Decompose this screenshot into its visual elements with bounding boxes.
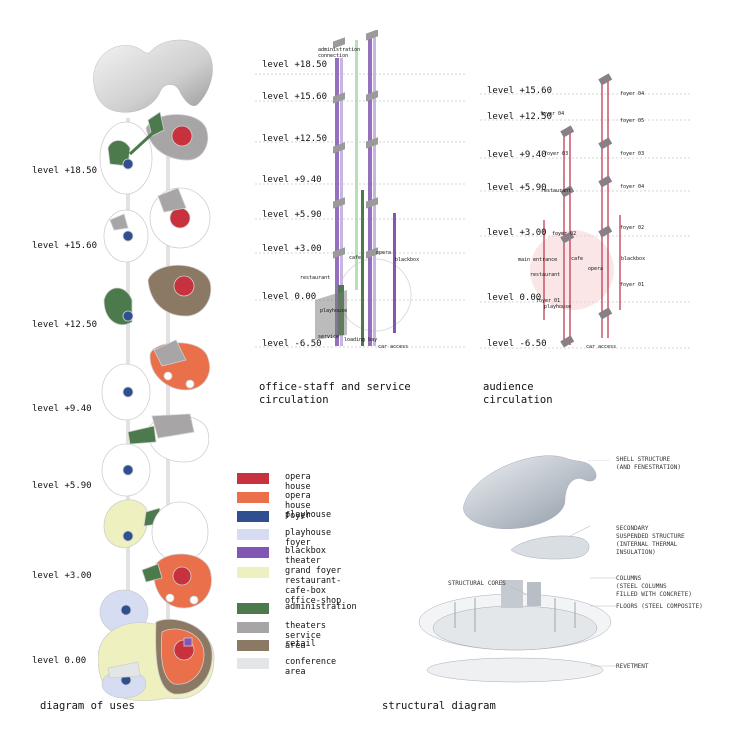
audience-landings	[560, 73, 613, 348]
staff-landings	[333, 30, 378, 259]
floor-plans	[98, 111, 215, 702]
audience-label: main entrance	[518, 257, 558, 263]
structural-label: REVETMENT	[616, 663, 649, 670]
plan-level-12-50	[103, 264, 212, 326]
legend-swatch	[237, 603, 269, 614]
legend-label: blackbox theater	[285, 546, 326, 566]
uses-level-label: level +15.60	[32, 241, 98, 251]
audience-level-label: level +15.60	[487, 86, 553, 96]
uses-level-label: level +18.50	[32, 166, 98, 176]
legend-label: playhouse	[285, 510, 332, 520]
legend-label: theaters service area	[285, 621, 326, 651]
audience-label: foyer 03	[620, 151, 645, 157]
legend-swatch	[237, 492, 269, 503]
uses-caption: diagram of uses	[40, 700, 135, 712]
legend-swatch	[237, 473, 269, 484]
staff-label: cafe	[349, 255, 362, 261]
uses-level-label: level +12.50	[32, 320, 98, 330]
staff-level-label: level -6.50	[262, 339, 322, 349]
structural-label: SECONDARY SUSPENDED STRUCTURE (INTERNAL …	[616, 525, 685, 556]
structural-label: COLUMNS (STEEL COLUMNS FILLED WITH CONCR…	[616, 575, 692, 598]
audience-level-label: level +9.40	[487, 150, 547, 160]
staff-label: service	[318, 334, 340, 340]
staff-diagram	[255, 30, 465, 348]
audience-level-label: level -6.50	[487, 339, 547, 349]
audience-label: foyer 01	[536, 298, 561, 304]
legend-label: administration	[285, 602, 357, 612]
audience-label: foyer 02	[552, 231, 577, 237]
legend-label: conference area	[285, 657, 337, 677]
staff-level-label: level +9.40	[262, 175, 322, 185]
legend-swatch	[237, 547, 269, 558]
audience-caption: audience circulation	[483, 381, 553, 406]
audience-label: restaurant	[530, 272, 561, 278]
audience-label: foyer 03	[544, 151, 569, 157]
legend-swatch	[237, 511, 269, 522]
structural-label: SHELL STRUCTURE (AND FENESTRATION)	[616, 456, 682, 471]
staff-level-label: level +12.50	[262, 134, 328, 144]
audience-label: restaurant	[541, 188, 572, 194]
plan-level-5-90	[101, 413, 210, 497]
staff-label: administration connection	[318, 47, 361, 59]
staff-caption: office-staff and service circulation	[259, 381, 411, 406]
audience-label: foyer 01	[620, 282, 645, 288]
audience-label: foyer 04	[620, 91, 645, 97]
audience-level-label: level 0.00	[487, 293, 542, 303]
uses-level-label: level 0.00	[32, 656, 87, 666]
audience-label: foyer 05	[620, 118, 645, 124]
audience-label: foyer 04	[540, 111, 565, 117]
audience-diagram	[480, 73, 690, 349]
legend-swatch	[237, 640, 269, 651]
audience-label: car access	[586, 344, 617, 350]
staff-label: loading bay	[344, 337, 378, 343]
legend-label: playhouse foyer	[285, 528, 332, 548]
structural-label: FLOORS (STEEL COMPOSITE)	[616, 603, 703, 610]
shell-rendering	[93, 39, 213, 113]
legend-swatch	[237, 622, 269, 633]
audience-label: opera	[588, 266, 604, 272]
staff-level-label: level +5.90	[262, 210, 322, 220]
legend-label: opera house	[285, 472, 311, 492]
audience-level-label: level +3.00	[487, 228, 547, 238]
staff-label: restaurant	[300, 275, 331, 281]
plan-level-15-60	[103, 187, 211, 263]
audience-label: playhouse	[544, 304, 572, 310]
legend-swatch	[237, 567, 269, 578]
staff-label: playhouse	[320, 308, 348, 314]
audience-label: blackbox	[621, 256, 646, 262]
audience-label: foyer 04	[620, 184, 645, 190]
audience-label: cafe	[571, 256, 584, 262]
audience-label: foyer 02	[620, 225, 645, 231]
structural-drawing	[418, 455, 612, 683]
structural-caption: structural diagram	[382, 700, 496, 712]
uses-level-label: level +3.00	[32, 571, 92, 581]
legend-swatch	[237, 658, 269, 669]
legend-label: retail	[285, 639, 316, 649]
staff-label: opera	[376, 250, 392, 256]
staff-level-label: level 0.00	[262, 292, 317, 302]
legend-label: opera house foyer	[285, 491, 311, 521]
staff-cores	[315, 34, 396, 346]
staff-level-label: level +15.60	[262, 92, 328, 102]
uses-level-label: level +5.90	[32, 481, 92, 491]
legend-label: grand foyer restaurant-cafe-box office-s…	[285, 566, 342, 606]
staff-level-label: level +3.00	[262, 244, 322, 254]
plan-level-3-00	[103, 499, 209, 563]
audience-level-label: level +12.50	[487, 112, 553, 122]
audience-level-label: level +5.90	[487, 183, 547, 193]
staff-label: car access	[378, 344, 409, 350]
uses-level-label: level +9.40	[32, 404, 92, 414]
staff-label: blackbox	[395, 257, 420, 263]
staff-level-label: level +18.50	[262, 60, 328, 70]
plan-level-18-50	[99, 111, 209, 195]
structural-leaders	[509, 460, 616, 667]
structural-label: STRUCTURAL CORES	[448, 580, 506, 587]
plan-level-9-40	[101, 339, 210, 421]
plan-level-0-00	[98, 618, 215, 702]
legend-swatch	[237, 529, 269, 540]
